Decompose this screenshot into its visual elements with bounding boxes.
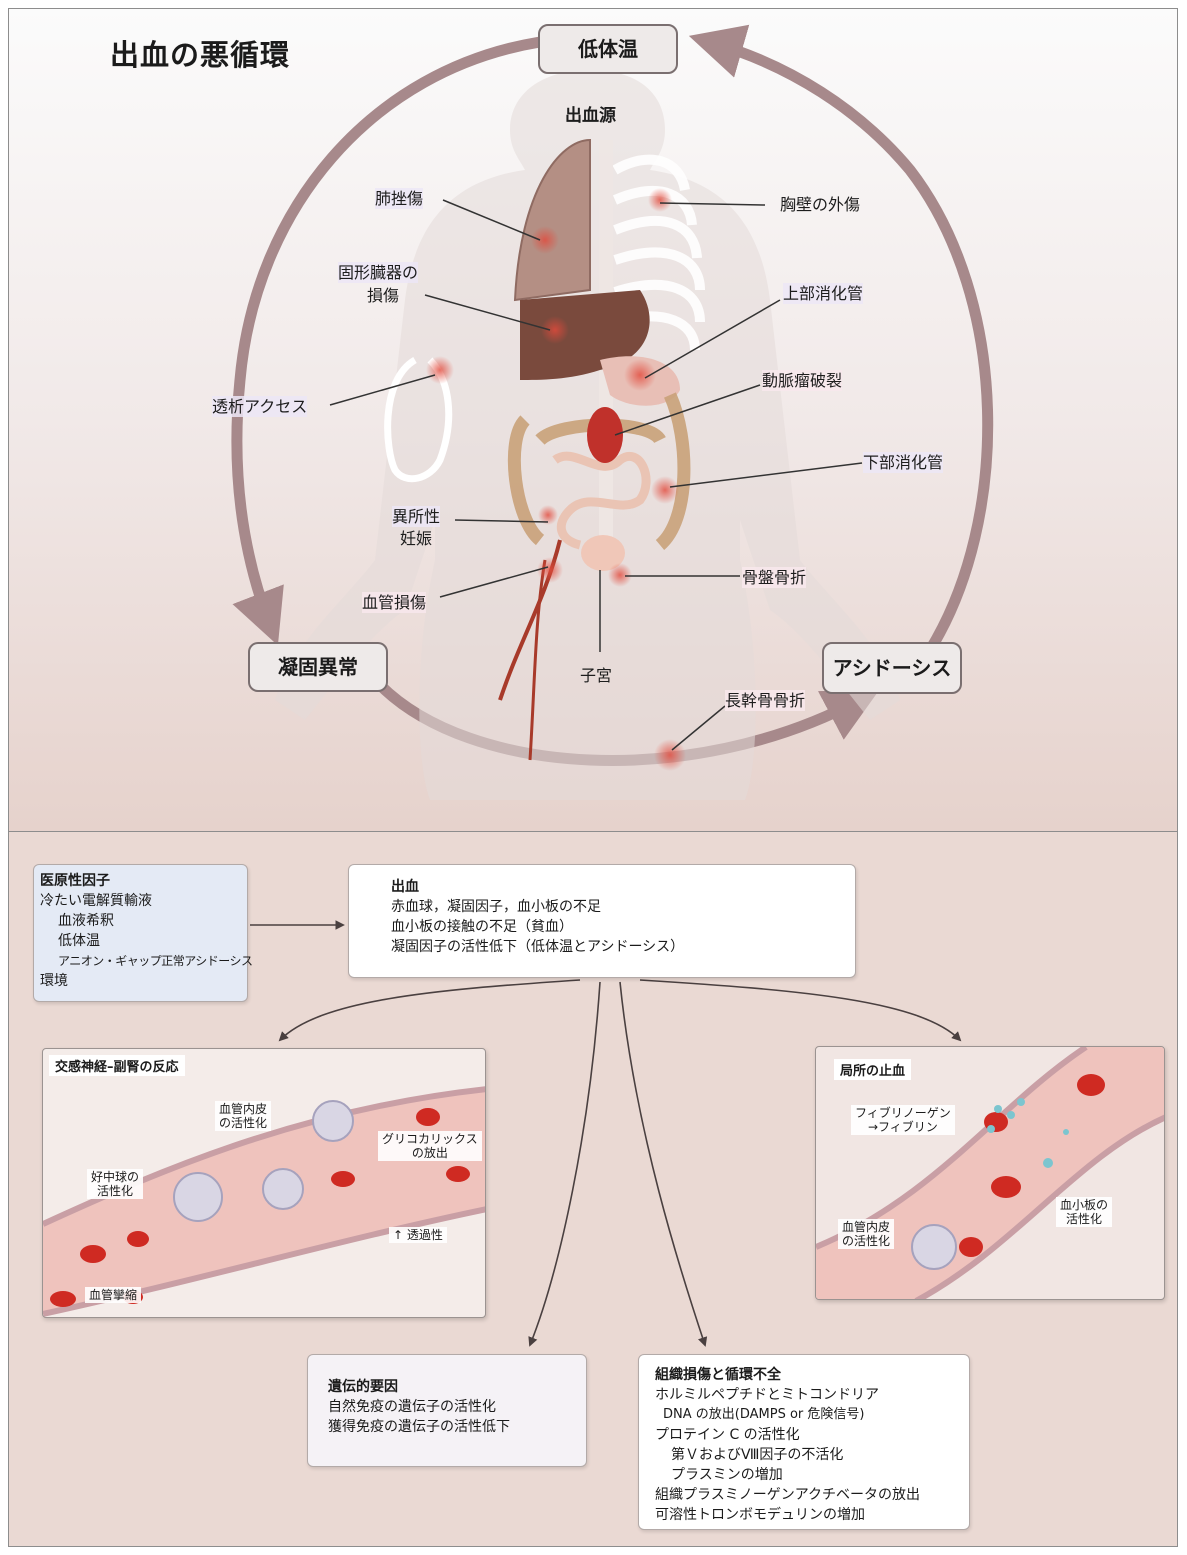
hypothermia-label: 低体温 xyxy=(578,37,638,61)
iatrogenic-heading: 医原性因子 xyxy=(40,871,241,891)
tissue-line: プラスミンの増加 xyxy=(655,1465,969,1485)
label-vasoconstriction: 血管攣縮 xyxy=(85,1287,141,1303)
bleeding-box: 出血 赤血球，凝固因子，血小板の不足 血小板の接触の不足（貧血） 凝固因子の活性… xyxy=(348,864,856,978)
tissue-heading: 組織損傷と循環不全 xyxy=(655,1365,969,1385)
iatrogenic-line: 冷たい電解質輸液 xyxy=(40,891,241,911)
label-vascular-injury: 血管損傷 xyxy=(362,592,426,613)
label-aneurysm: 動脈瘤破裂 xyxy=(762,370,842,391)
coagulopathy-label: 凝固異常 xyxy=(278,655,358,679)
label-lower-gi: 下部消化管 xyxy=(863,452,943,473)
acidosis-label: アシドーシス xyxy=(833,656,952,680)
vessel-illustration-right xyxy=(816,1047,1165,1300)
acidosis-box: アシドーシス xyxy=(822,642,962,694)
iatrogenic-line: 低体温 xyxy=(40,931,241,951)
genetic-line: 自然免疫の遺伝子の活性化 xyxy=(328,1397,586,1417)
bleeding-line: 赤血球，凝固因子，血小板の不足 xyxy=(391,897,855,917)
white-cell xyxy=(912,1225,956,1269)
label-neutrophil: 好中球の 活性化 xyxy=(87,1169,143,1199)
label-ectopic-2: 妊娠 xyxy=(400,528,432,549)
label-endothelial-right: 血管内皮 の活性化 xyxy=(838,1219,894,1249)
bleeding-line: 凝固因子の活性低下（低体温とアシドーシス） xyxy=(391,937,855,957)
label-solid-organ-2: 損傷 xyxy=(367,285,399,306)
label-chest-wall: 胸壁の外傷 xyxy=(780,194,860,215)
label-dialysis: 透析アクセス xyxy=(212,396,307,417)
local-heading: 局所の止血 xyxy=(834,1059,911,1080)
label-glycocalyx: グリコカリックス の放出 xyxy=(378,1131,482,1161)
tissue-line: 組織プラスミノーゲンアクチベータの放出 xyxy=(655,1485,969,1505)
tissue-line: DNA の放出(DAMPS or 危険信号) xyxy=(655,1405,969,1425)
bleeding-line: 血小板の接触の不足（貧血） xyxy=(391,917,855,937)
iatrogenic-line: 環境 xyxy=(40,971,241,991)
tissue-line: 第ＶおよびⅧ因子の不活化 xyxy=(655,1445,969,1465)
genetic-box: 遺伝的要因 自然免疫の遺伝子の活性化 獲得免疫の遺伝子の活性低下 xyxy=(307,1354,587,1467)
sympathetic-panel: 交感神経–副腎の反応 血管内皮 の活性化 グリコカリックス の放出 好中球の 活… xyxy=(42,1048,486,1318)
label-permeability: ↑ 透過性 xyxy=(389,1227,447,1243)
iatrogenic-line: アニオン・ギャップ正常アシドーシス xyxy=(40,951,241,971)
label-uterus: 子宮 xyxy=(580,665,612,686)
label-upper-gi: 上部消化管 xyxy=(783,283,863,304)
label-endothelial-left: 血管内皮 の活性化 xyxy=(215,1101,271,1131)
tissue-line: ホルミルペプチドとミトコンドリア xyxy=(655,1385,969,1405)
bleeding-source-heading: 出血源 xyxy=(565,106,616,127)
page-title: 出血の悪循環 xyxy=(110,32,290,74)
label-solid-organ-1: 固形臓器の xyxy=(338,262,418,283)
hypothermia-box: 低体温 xyxy=(538,24,678,74)
iatrogenic-line: 血液希釈 xyxy=(40,911,241,931)
sympathetic-heading: 交感神経–副腎の反応 xyxy=(49,1055,185,1076)
arrow-to-tissue xyxy=(620,982,705,1345)
genetic-line: 獲得免疫の遺伝子の活性低下 xyxy=(328,1417,586,1437)
local-hemostasis-panel: 局所の止血 フィブリノーゲン →フィブリン 血小板の 活性化 血管内皮 の活性化 xyxy=(815,1046,1165,1300)
arrow-to-sympathetic xyxy=(280,980,580,1040)
label-lung-contusion: 肺挫傷 xyxy=(375,188,423,209)
tissue-box: 組織損傷と循環不全 ホルミルペプチドとミトコンドリア DNA の放出(DAMPS… xyxy=(638,1354,970,1530)
tissue-line: 可溶性トロンボモデュリンの増加 xyxy=(655,1505,969,1525)
label-ectopic-1: 異所性 xyxy=(392,506,440,527)
label-long-bone: 長幹骨骨折 xyxy=(725,690,805,711)
label-pelvic-fracture: 骨盤骨折 xyxy=(742,567,806,588)
arrow-to-genetic xyxy=(530,982,600,1345)
genetic-heading: 遺伝的要因 xyxy=(328,1377,586,1397)
iatrogenic-box: 医原性因子 冷たい電解質輸液 血液希釈 低体温 アニオン・ギャップ正常アシドーシ… xyxy=(33,864,248,1002)
bleeding-heading: 出血 xyxy=(391,877,855,897)
coagulopathy-box: 凝固異常 xyxy=(248,642,388,692)
label-platelet: 血小板の 活性化 xyxy=(1056,1197,1112,1227)
label-fibrinogen: フィブリノーゲン →フィブリン xyxy=(851,1105,955,1135)
arrow-to-local xyxy=(640,980,960,1040)
tissue-line: プロテイン C の活性化 xyxy=(655,1425,969,1445)
